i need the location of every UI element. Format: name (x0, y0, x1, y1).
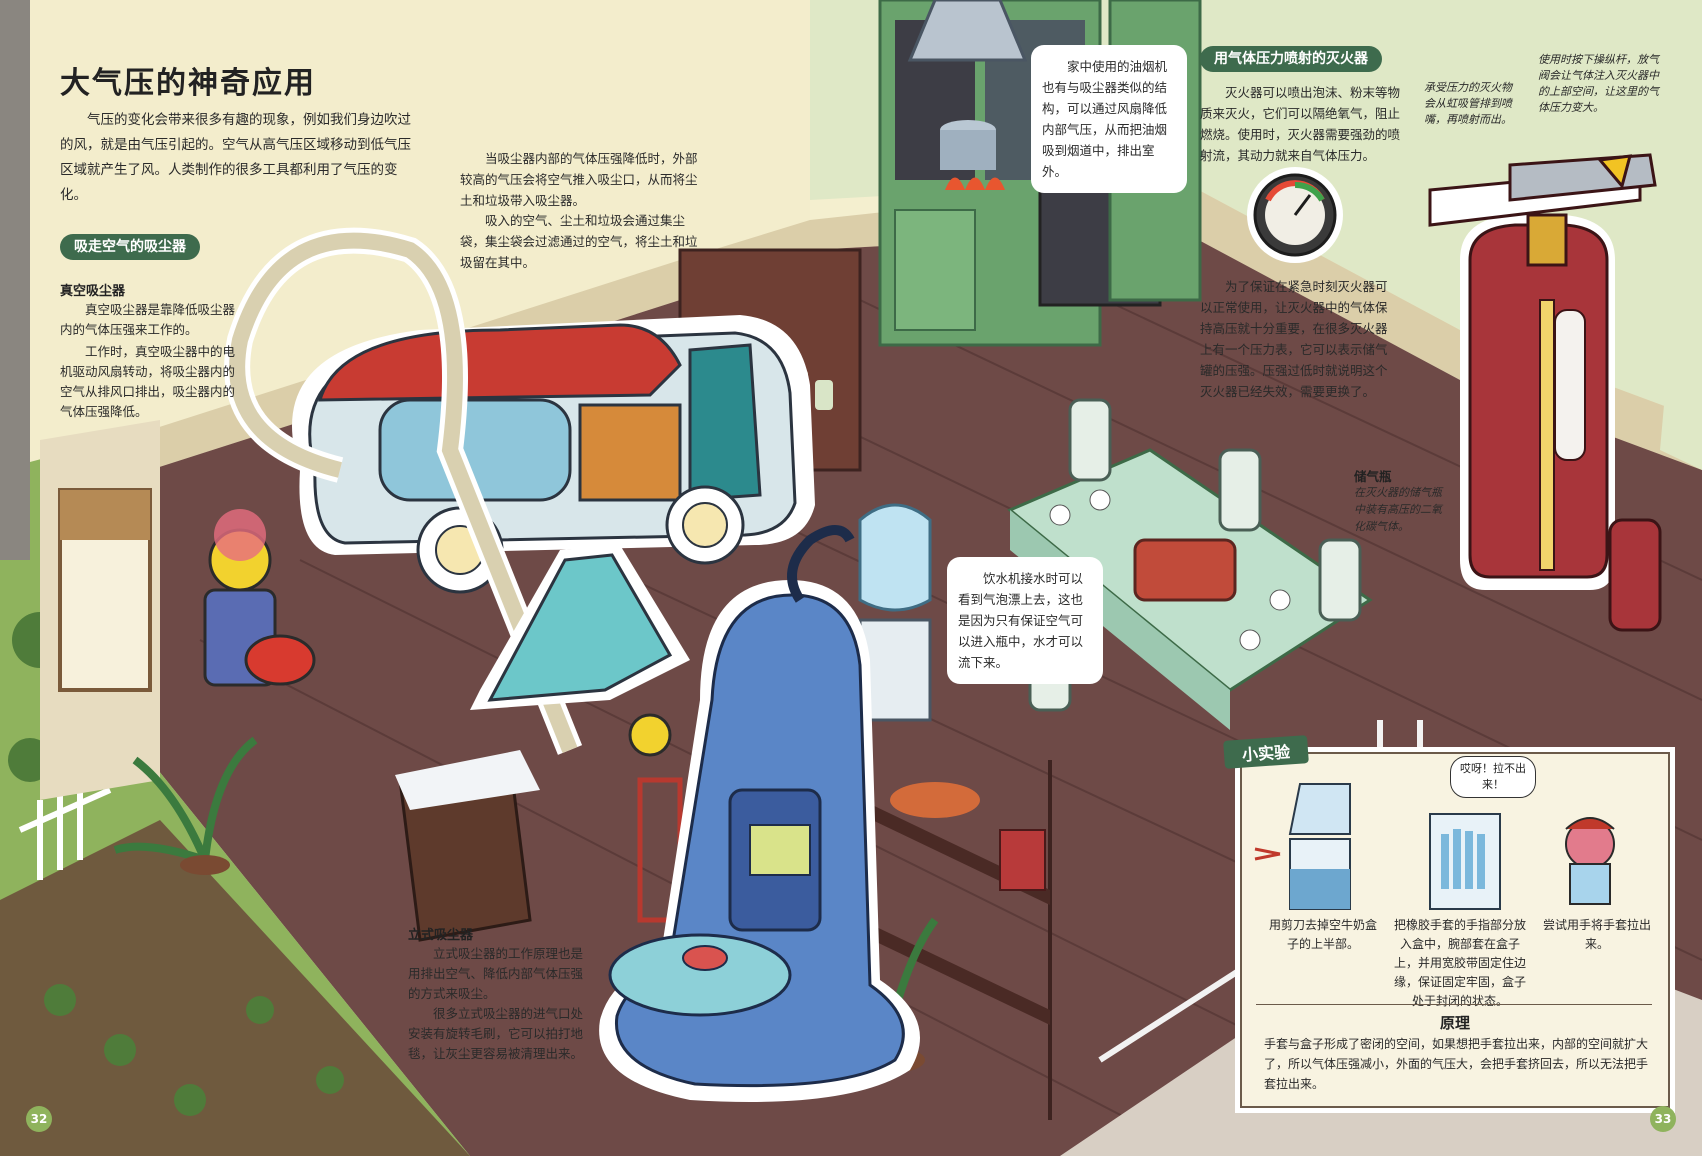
page-number-right: 33 (1650, 1106, 1676, 1132)
experiment-badge: 小实验 (1223, 735, 1309, 769)
vacuum-paragraph-2: 工作时，真空吸尘器中的电机驱动风扇转动，将吸尘器内的空气从排风口排出，吸尘器内的… (60, 344, 236, 419)
page-number-left: 32 (26, 1106, 52, 1132)
annotation-siphon: 承受压力的灭火物会从虹吸管排到喷嘴，再喷射而出。 (1424, 81, 1512, 126)
principle-text: 手套与盒子形成了密闭的空间，如果想把手套拉出来，内部的空间就扩大了，所以气体压强… (1264, 1037, 1649, 1091)
center-paragraph-1: 当吸尘器内部的气体压强降低时，外部较高的气压会将空气推入吸尘口，从而将尘土和垃圾… (460, 151, 698, 208)
upright-heading: 立式吸尘器 (408, 928, 474, 943)
gauge-paragraph: 为了保证在紧急时刻灭火器可以正常使用，让灭火器中的气体保持高压就十分重要，在很多… (1200, 279, 1388, 399)
section-label-vacuum-text: 吸走空气的吸尘器 (74, 239, 186, 255)
experiment-step-1: 用剪刀去掉空牛奶盒子的上半部。 (1268, 918, 1377, 951)
extinguisher-paragraph: 灭火器可以喷出泡沫、粉末等物质来灭火，它们可以隔绝氧气，阻止燃烧。使用时，灭火器… (1200, 85, 1401, 163)
callout-water-dispenser: 饮水机接水时可以看到气泡漂上去，这也是因为只有保证空气可以进入瓶中，水才可以流下… (950, 560, 1100, 681)
annotation-lever: 使用时按下操纵杆，放气阀会让气体注入灭火器中的上部空间，让这里的气体压力变大。 (1538, 53, 1659, 114)
principle-heading: 原理 (1439, 1014, 1470, 1032)
gas-cylinder-text: 在灭火器的储气瓶中装有高压的二氧化碳气体。 (1354, 486, 1442, 533)
callout-range-hood: 家中使用的油烟机也有与吸尘器类似的结构，可以通过风扇降低内部气压，从而把油烟吸到… (1034, 48, 1184, 190)
upright-paragraph-2: 很多立式吸尘器的进气口处安装有旋转毛刷，它可以拍打地毯，让灰尘更容易被清理出来。 (408, 1006, 584, 1061)
intro-paragraph: 气压的变化会带来很多有趣的现象，例如我们身边吹过的风，就是由气压引起的。空气从高… (60, 112, 411, 203)
experiment-divider (1256, 1004, 1652, 1005)
gas-cylinder-heading: 储气瓶 (1354, 469, 1392, 484)
vacuum-paragraph-1: 真空吸尘器是靠降低吸尘器内的气体压强来工作的。 (60, 302, 236, 337)
speech-bubble-text: 哎呀！拉不出来！ (1460, 762, 1526, 791)
upright-paragraph-1: 立式吸尘器的工作原理也是用排出空气、降低内部气体压强的方式来吸尘。 (408, 946, 584, 1001)
vacuum-heading: 真空吸尘器 (60, 284, 126, 299)
section-label-extinguisher: 用气体压力喷射的灭火器 (1200, 46, 1382, 72)
page-number-left-text: 32 (30, 1112, 48, 1126)
experiment-step-2: 把橡胶手套的手指部分放入盒中，腕部套在盒子上，并用宽胶带固定住边缘，保证固定牢固… (1393, 918, 1526, 1008)
section-label-vacuum: 吸走空气的吸尘器 (60, 234, 200, 260)
page-title: 大气压的神奇应用 (60, 66, 316, 101)
milk-carton-icon (1254, 783, 1351, 910)
character-pulling-icon (1565, 817, 1615, 905)
experiment-panel: 小实验 哎呀！拉不出来！ 用剪刀去掉空牛奶盒子的上半部。 把橡胶手套的手指部分放… (1223, 735, 1670, 1108)
page-number-right-text: 33 (1654, 1112, 1672, 1126)
experiment-step-3: 尝试用手将手套拉出来。 (1542, 918, 1651, 951)
glove-box-icon (1429, 813, 1501, 910)
speech-bubble: 哎呀！拉不出来！ (1450, 756, 1536, 798)
center-paragraph-2: 吸入的空气、尘土和垃圾会通过集尘袋，集尘袋会过滤通过的空气，将尘土和垃圾留在其中… (460, 213, 698, 270)
experiment-illustrations (1254, 783, 1615, 910)
section-label-extinguisher-text: 用气体压力喷射的灭火器 (1214, 51, 1368, 67)
experiment-badge-label: 小实验 (1241, 742, 1291, 765)
